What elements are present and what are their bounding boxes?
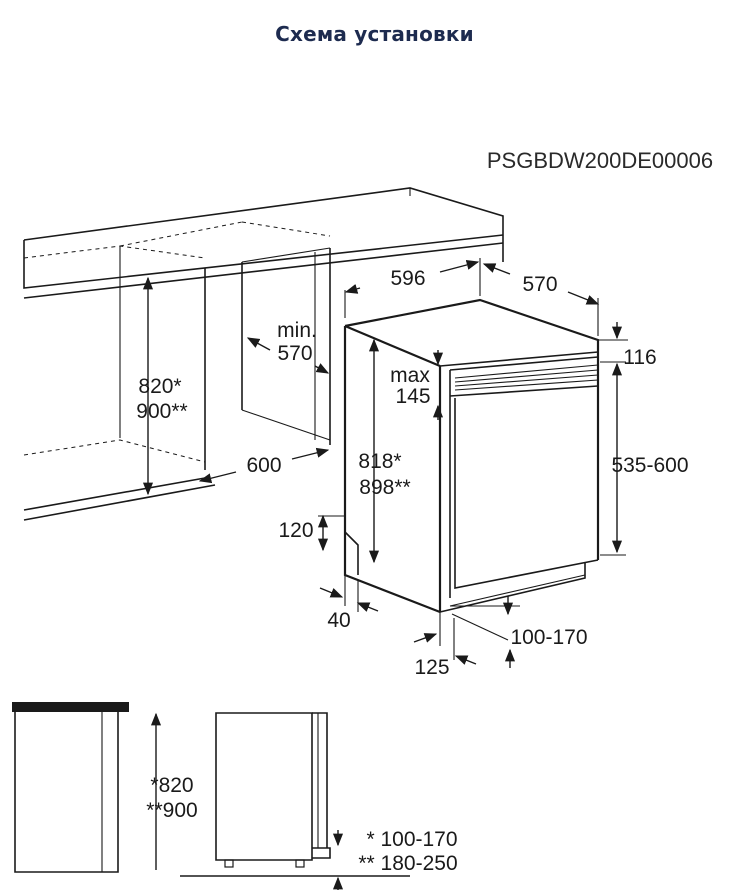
- label-appliance-height-1: 818*: [358, 450, 401, 473]
- dimension-lines: [142, 258, 628, 668]
- label-top-gap: 116: [623, 346, 656, 369]
- side-label-height-2: **900: [146, 799, 197, 822]
- label-niche-width: 600: [246, 454, 281, 477]
- side-label-height-1: *820: [150, 774, 193, 797]
- label-max-value: 145: [395, 385, 430, 408]
- label-width: 596: [390, 267, 425, 290]
- side-label-plinth-2: ** 180-250: [358, 852, 457, 875]
- label-plinth-range: 100-170: [510, 626, 587, 649]
- label-plinth-depth: 40: [327, 609, 350, 632]
- label-niche-height-1: 820*: [138, 375, 181, 398]
- side-view-cabinet: *820 **900: [12, 702, 198, 873]
- page-title: Схема установки: [275, 22, 474, 46]
- left-cabinet: [23, 245, 216, 521]
- label-depth: 570: [522, 273, 557, 296]
- side-label-plinth-1: * 100-170: [366, 828, 457, 851]
- label-niche-min: min.: [277, 319, 317, 342]
- dimension-labels: 596 570 116 min. 570 820* 900** 600 max …: [136, 267, 688, 679]
- label-niche-height-2: 900**: [136, 400, 187, 423]
- niche-side-panel: [119, 221, 331, 445]
- label-appliance-height-2: 898**: [359, 476, 410, 499]
- label-plinth-height: 120: [278, 519, 313, 542]
- countertop: [23, 187, 504, 299]
- model-code: PSGBDW200DE00006: [487, 148, 713, 173]
- label-plinth-offset: 125: [414, 656, 449, 679]
- label-niche-min-value: 570: [277, 342, 312, 365]
- label-door-height: 535-600: [611, 454, 688, 477]
- label-max: max: [390, 364, 430, 387]
- side-view-dishwasher: * 100-170 ** 180-250: [180, 712, 458, 890]
